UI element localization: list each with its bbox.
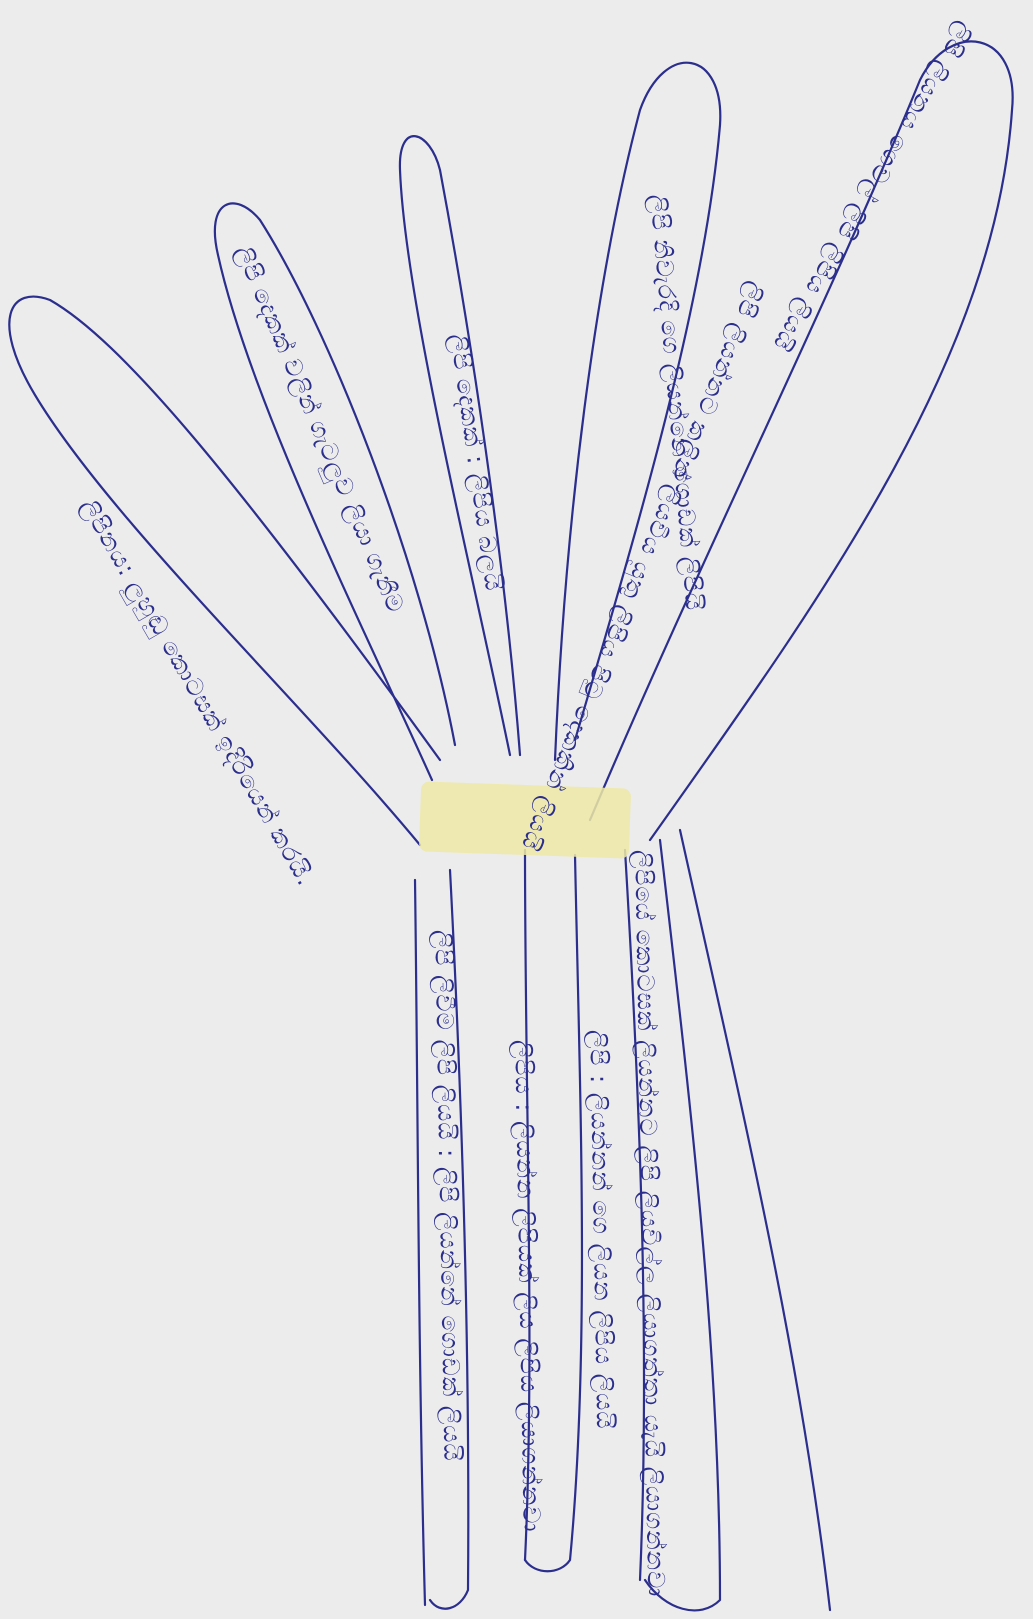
mind-map-diagram: ලිපිනය: ලුහුඬු කොටසක් ඉදිරියෙන් කරයි. ලි… [0, 0, 1033, 1619]
